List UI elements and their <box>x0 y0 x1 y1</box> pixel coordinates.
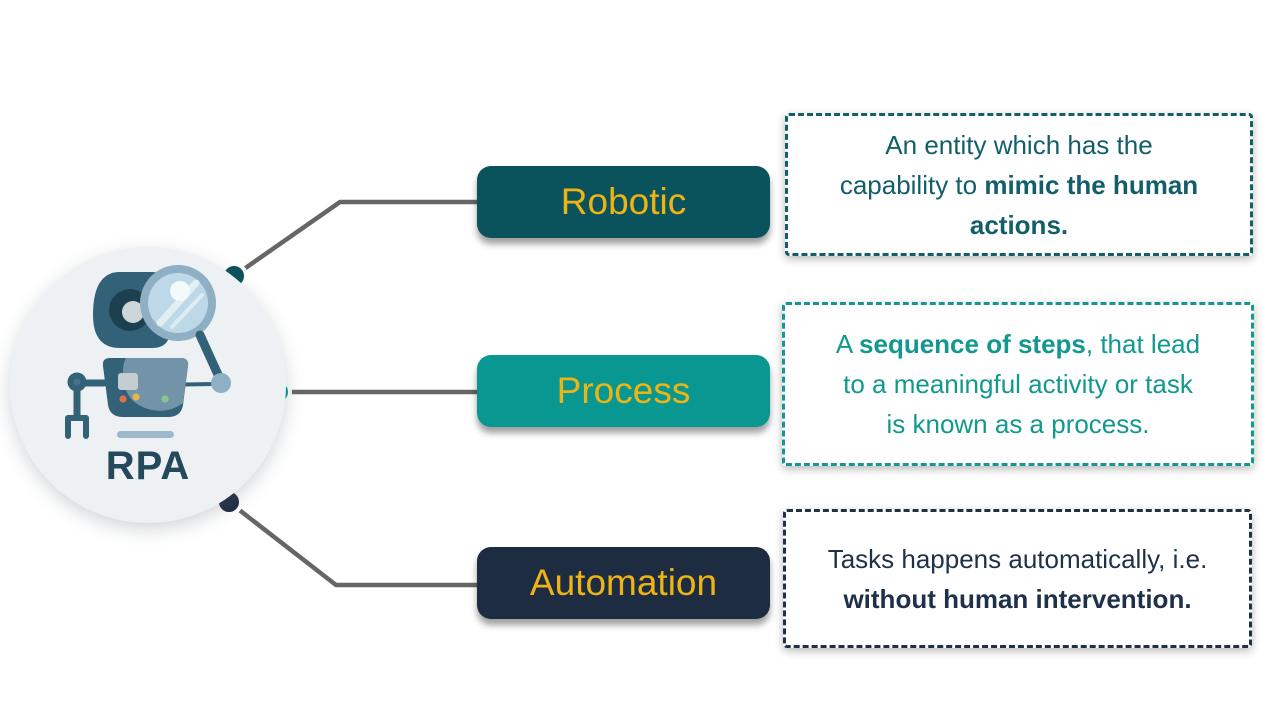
description-box-automation: Tasks happens automatically, i.e. withou… <box>783 509 1252 648</box>
node-automation-label: Automation <box>529 562 718 603</box>
description-line: Tasks happens automatically, i.e. <box>827 543 1208 574</box>
description-line: without human intervention. <box>843 583 1192 614</box>
robot-with-magnifier-icon <box>65 265 231 439</box>
description-line: actions. <box>969 209 1069 240</box>
node-process-label: Process <box>556 370 691 411</box>
description-box-process: A sequence of steps, that lead to a mean… <box>782 302 1254 466</box>
description-line: to a meaningful activity or task <box>843 369 1193 399</box>
node-robotic-label: Robotic <box>560 181 687 222</box>
connector-robotic <box>232 199 479 278</box>
description-line: capability to mimic the human <box>839 169 1199 200</box>
description-box-robotic: An entity which has the capability to mi… <box>785 113 1253 256</box>
description-line: is known as a process. <box>886 409 1150 439</box>
node-process: Process <box>477 355 770 427</box>
description-line: An entity which has the <box>885 129 1153 160</box>
node-robotic: Robotic <box>477 166 770 238</box>
node-automation: Automation <box>477 547 770 619</box>
description-line: A sequence of steps, that lead <box>835 329 1201 359</box>
hub-label-rpa: RPA <box>105 444 191 488</box>
connector-automation <box>227 500 479 588</box>
